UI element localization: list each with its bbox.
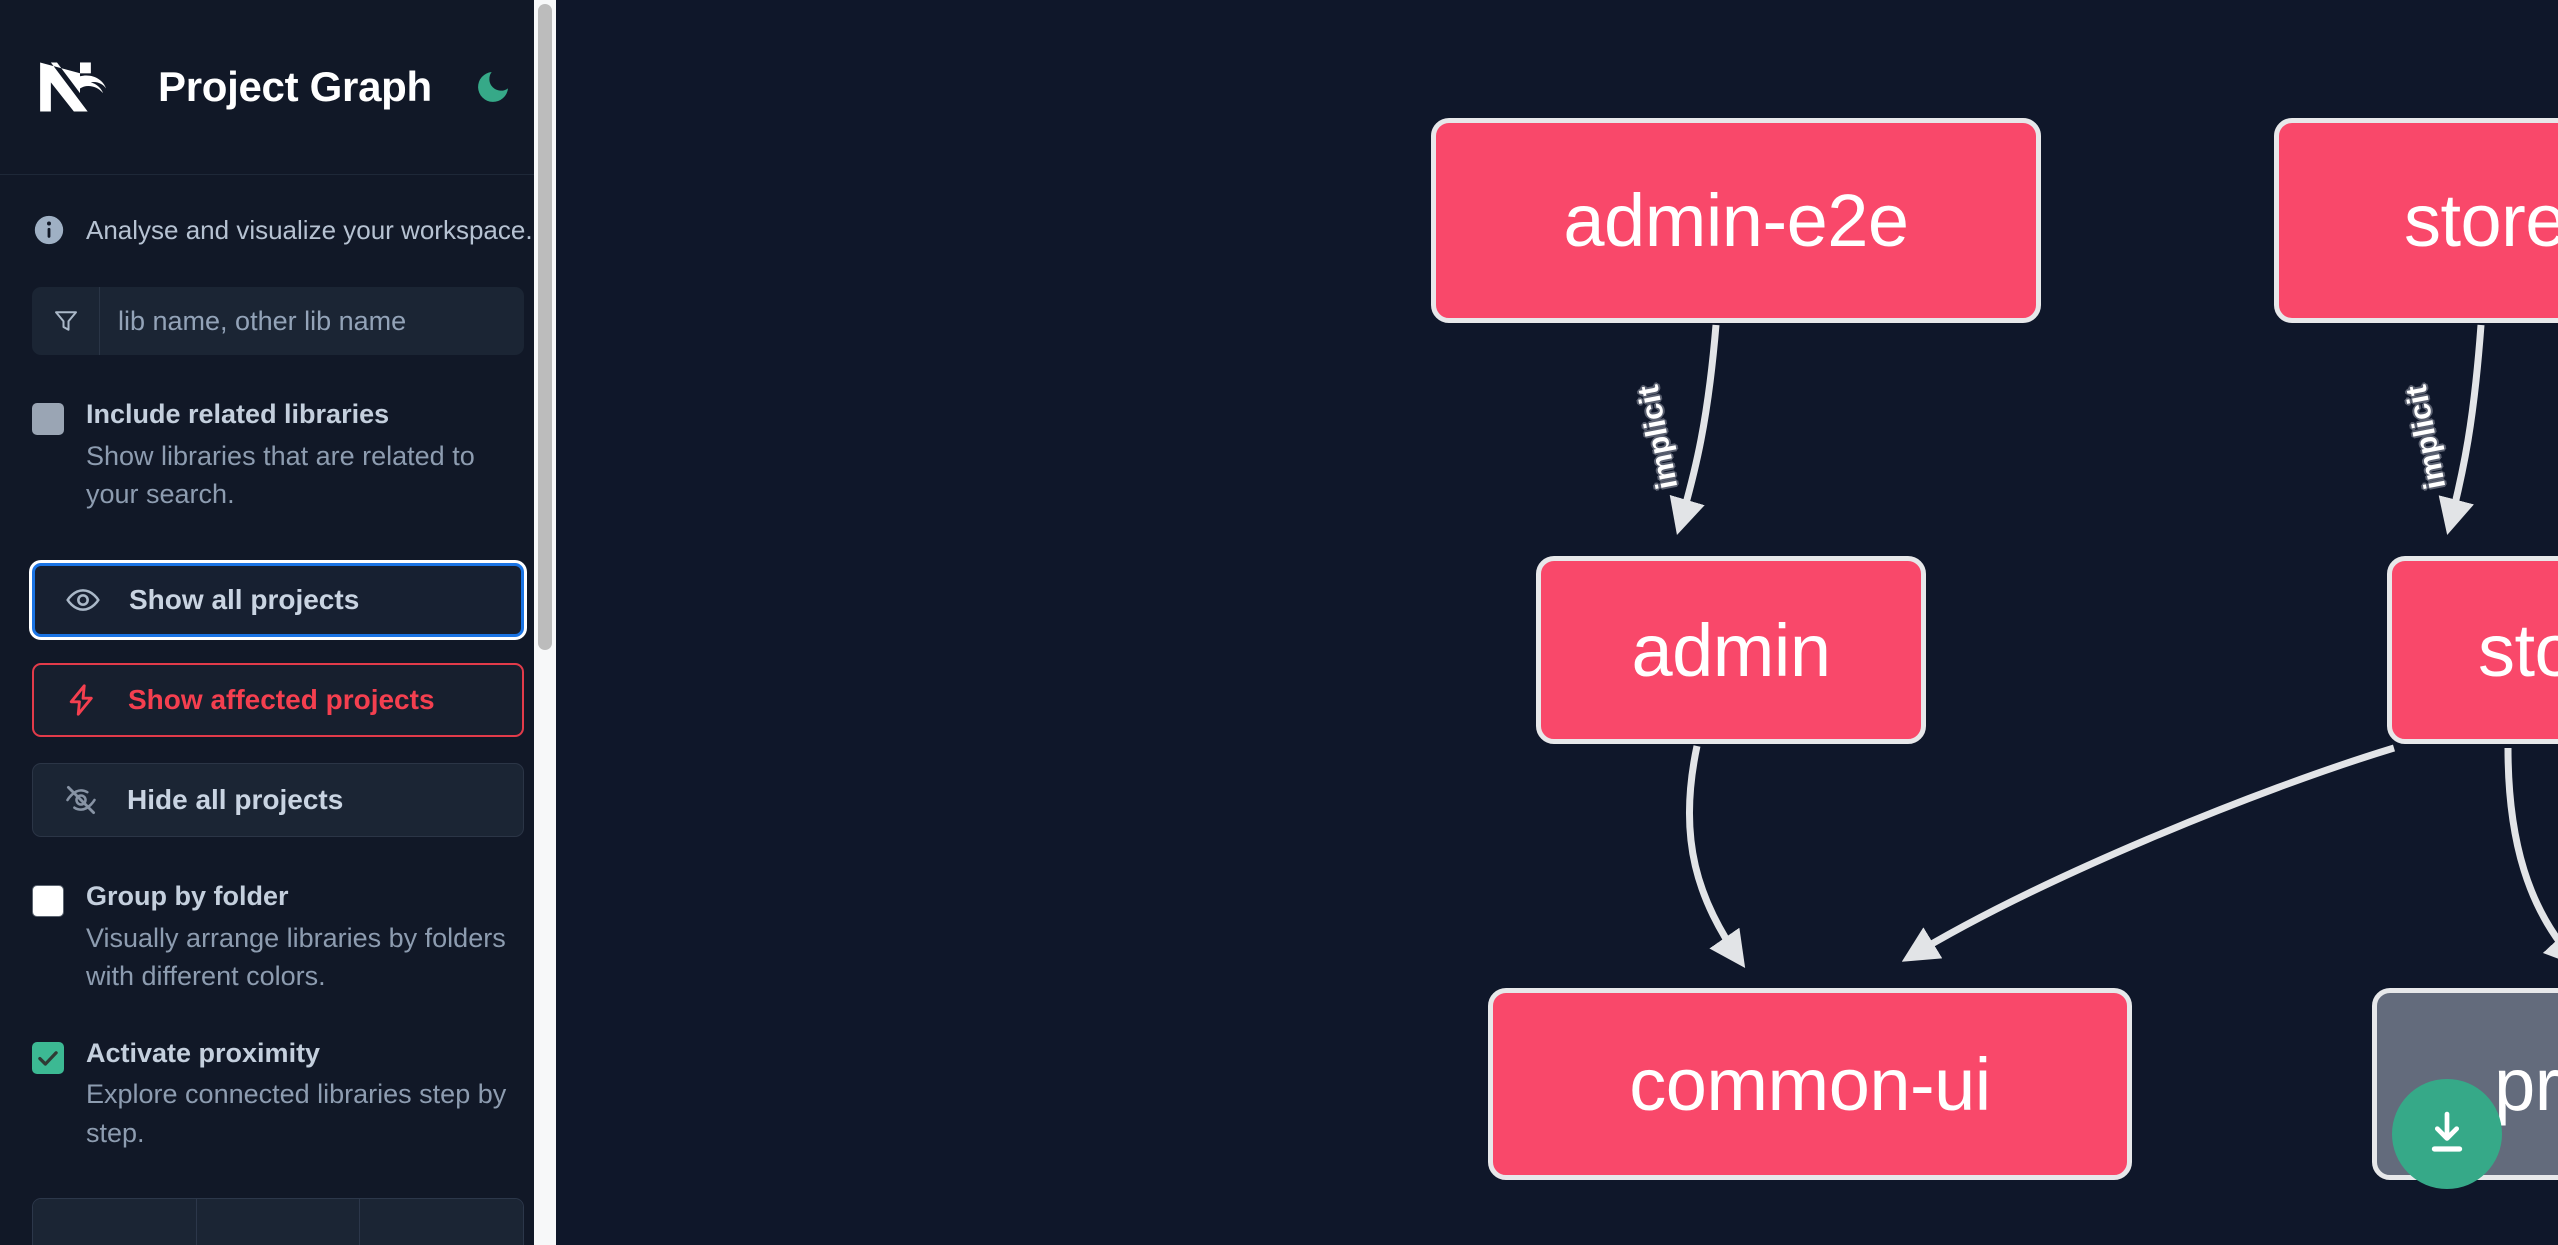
funnel-icon [32,287,100,355]
graph-node-store-e2e[interactable]: store-e2e [2274,118,2558,323]
graph-node-label: admin [1631,608,1831,692]
edge-store-to-common-ui [1901,744,2396,962]
edge-store-to-products [2504,747,2558,968]
activate-proximity-label: Activate proximity [86,1037,321,1068]
graph-node-admin-e2e[interactable]: admin-e2e [1431,118,2041,323]
activate-proximity-description: Explore connected libraries step by step… [86,1079,507,1148]
graph-edges [1669,324,2558,968]
proximity-stepper-option-1[interactable] [33,1198,197,1245]
include-related-libraries-checkbox[interactable] [32,403,64,435]
show-all-projects-button[interactable]: Show all projects [32,563,524,638]
hide-all-projects-button[interactable]: Hide all projects [32,763,524,838]
info-icon [32,213,66,247]
sidebar: Project Graph Analyse and visualize your… [0,0,556,1245]
graph-node-label: common-ui [1629,1042,1991,1126]
show-affected-projects-button[interactable]: Show affected projects [32,663,524,738]
include-related-libraries-description: Show libraries that are related to your … [86,440,475,509]
download-icon [2420,1106,2474,1163]
checkbox-row-include-related-libraries[interactable]: Include related libraries Show libraries… [32,397,524,513]
graph-canvas[interactable]: admin-e2e store-e2e admin store common-u… [556,0,2558,1245]
graph-node-label: store-e2e [2403,179,2558,262]
graph-node-common-ui[interactable]: common-ui [1488,988,2132,1180]
analyse-text: Analyse and visualize your workspace. [86,214,533,245]
edge-store-e2e-to-store [2438,324,2485,536]
activate-proximity-checkbox[interactable] [32,1041,64,1074]
eye-off-icon [61,780,101,820]
hide-all-projects-label: Hide all projects [127,784,344,816]
proximity-stepper-option-3[interactable] [360,1198,523,1245]
graph-node-store[interactable]: store [2387,556,2558,744]
group-by-folder-description: Visually arrange libraries by folders wi… [86,922,506,992]
proximity-stepper[interactable] [32,1197,524,1245]
checkbox-row-activate-proximity[interactable]: Activate proximity Explore connected lib… [32,1036,524,1152]
eye-icon [63,580,103,620]
project-visibility-buttons: Show all projects Show affected projects [32,563,524,838]
group-by-folder-checkbox[interactable] [32,885,64,918]
filter-box[interactable] [32,287,524,355]
show-affected-projects-label: Show affected projects [128,684,435,716]
sidebar-scrollbar[interactable] [534,0,556,1245]
analyse-banner: Analyse and visualize your workspace. [32,175,533,281]
show-all-projects-label: Show all projects [129,584,360,616]
page-title: Project Graph [158,63,432,110]
proximity-stepper-option-2[interactable] [196,1198,361,1245]
lightning-icon [62,680,102,720]
group-by-folder-label: Group by folder [86,881,289,912]
sidebar-header: Project Graph [0,0,556,175]
moon-icon[interactable] [470,64,516,110]
sidebar-body: Analyse and visualize your workspace. In… [0,175,556,1245]
checkbox-row-group-by-folder[interactable]: Group by folder Visually arrange librari… [32,879,524,995]
graph-node-label: admin-e2e [1563,179,1909,262]
download-button[interactable] [2392,1079,2502,1189]
nx-logo-icon [34,55,126,119]
edge-admin-to-common-ui [1685,745,1746,968]
graph-node-label: store [2477,608,2558,692]
include-related-libraries-label: Include related libraries [86,399,390,429]
graph-node-admin[interactable]: admin [1536,556,1926,744]
edge-admin-e2e-to-admin [1669,324,1720,535]
search-input[interactable] [100,287,524,355]
graph-node-label: products [2494,1042,2558,1126]
sidebar-scrollbar-thumb[interactable] [538,4,552,650]
